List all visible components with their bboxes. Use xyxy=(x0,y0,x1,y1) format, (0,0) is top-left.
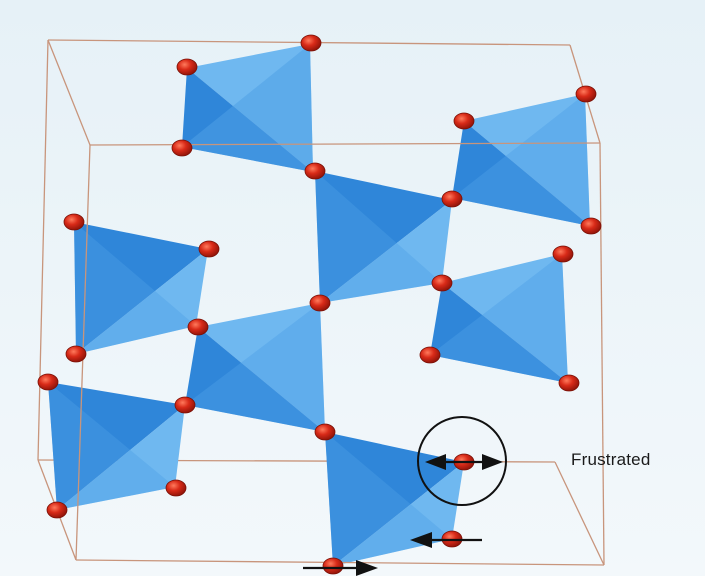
atom xyxy=(198,240,220,258)
atom xyxy=(552,245,574,263)
atom xyxy=(575,85,597,103)
atom xyxy=(431,274,453,292)
atom xyxy=(419,346,441,364)
atom xyxy=(171,139,193,157)
spin-arrows xyxy=(303,454,503,576)
atom xyxy=(309,294,331,312)
atom xyxy=(322,557,344,575)
tetrahedron xyxy=(430,254,568,383)
atom xyxy=(165,479,187,497)
atom xyxy=(304,162,326,180)
atom xyxy=(300,34,322,52)
atom xyxy=(37,373,59,391)
atom xyxy=(174,396,196,414)
tetrahedron xyxy=(452,94,590,226)
tetrahedron xyxy=(325,432,464,566)
double-headed-arrow-icon xyxy=(425,454,503,470)
tetrahedron xyxy=(185,303,325,432)
tetrahedron xyxy=(74,222,208,354)
atom xyxy=(558,374,580,392)
atom xyxy=(65,345,87,363)
atom xyxy=(314,423,336,441)
atom xyxy=(176,58,198,76)
tetrahedra-layer xyxy=(48,44,590,566)
frustration-circle xyxy=(417,416,507,506)
atom xyxy=(441,190,463,208)
tetrahedron xyxy=(48,382,185,510)
tetrahedron xyxy=(315,171,452,303)
atom xyxy=(46,501,68,519)
left-arrow-icon xyxy=(410,532,482,548)
frustrated-label: Frustrated xyxy=(571,450,651,469)
atom xyxy=(187,318,209,336)
atom xyxy=(63,213,85,231)
tetrahedron xyxy=(182,44,313,172)
atom xyxy=(453,112,475,130)
atom xyxy=(580,217,602,235)
atoms-layer xyxy=(37,34,602,575)
right-arrow-icon xyxy=(303,560,378,576)
